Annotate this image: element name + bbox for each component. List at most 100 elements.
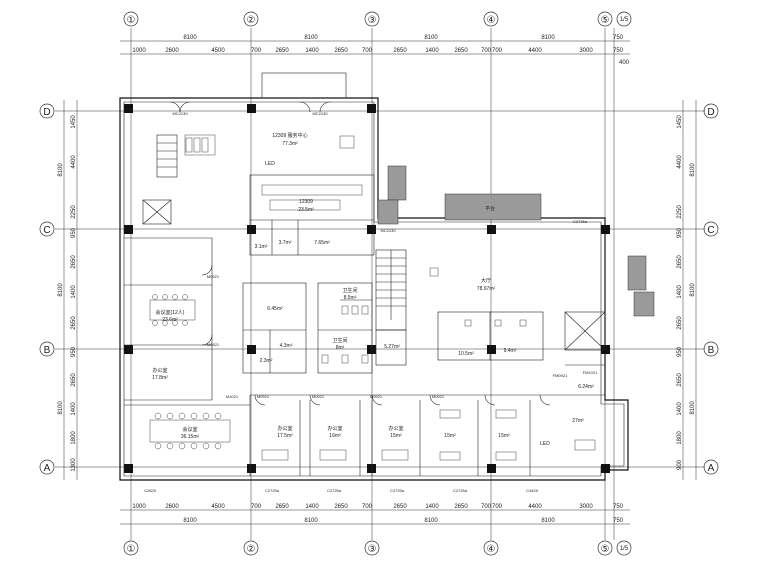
room-toilet-bottom-area: 8m² xyxy=(336,345,345,351)
dim-top-part-14: 4400 xyxy=(528,48,542,54)
dim-top-total-4: 8100 xyxy=(541,35,555,41)
room-meeting-big-name: 会议室 xyxy=(182,426,197,433)
door-code-2: M0921 xyxy=(207,342,220,347)
axis-4-top: ④ xyxy=(487,15,496,26)
dim-left-part-1: 1450 xyxy=(71,115,77,129)
door-swings xyxy=(169,101,551,406)
room-office-b5-area: 15m² xyxy=(498,433,510,439)
axis-2-top: ② xyxy=(247,15,256,26)
dim-right-part-9: 2650 xyxy=(677,373,683,387)
room-meeting12-area: 23.6m² xyxy=(162,317,178,323)
room-sub-a-area: 10.5m² xyxy=(458,351,474,357)
room-wc-small-area: 4.3m² xyxy=(280,343,293,349)
dim-right-part-4: 950 xyxy=(677,227,683,238)
dim-top-part-2: 2600 xyxy=(165,48,179,54)
axis-1-top: ① xyxy=(127,15,136,26)
axis-1-5-bottom: 1/5 xyxy=(620,546,629,552)
dim-right-part-1: 1450 xyxy=(677,115,683,129)
dim-bot-part-16: 750 xyxy=(613,504,624,510)
axis-A-left: A xyxy=(44,463,51,474)
room-lobby-area: 77.3m² xyxy=(282,141,298,147)
room-labels: 12309 服务中心 77.3m² 12309 23.5m² 3.1m² 3.7… xyxy=(152,132,594,447)
room-meeting12-name: 会议室(12人) xyxy=(156,309,185,316)
dim-top-part-8: 700 xyxy=(362,48,373,54)
dim-right-part-10: 1400 xyxy=(677,402,683,416)
platform-label: 平台 xyxy=(485,205,495,212)
room-12309-name: 12309 xyxy=(299,199,313,205)
dim-right-part-11: 1800 xyxy=(677,431,683,445)
door-code-bottom-2: C2725a xyxy=(265,488,280,493)
dim-left-part-12: 1300 xyxy=(71,458,77,472)
dim-top-total-6: 400 xyxy=(619,60,630,66)
dim-top-part-5: 2650 xyxy=(275,48,289,54)
dim-top-part-10: 1400 xyxy=(425,48,439,54)
platform-hatch xyxy=(444,193,542,221)
bottom-dimension-lines: 1000 2600 4500 700 2650 1400 2650 700 26… xyxy=(120,504,630,525)
bottom-axis-bubbles: ① ② ③ ④ ⑤ 1/5 xyxy=(123,540,632,556)
dim-left-part-7: 2650 xyxy=(71,316,77,330)
room-toilet-bottom-name: 卫生间 xyxy=(332,337,347,344)
room-meeting-big-area: 36.15m² xyxy=(181,434,200,440)
dim-bot-part-12: 700 xyxy=(481,504,492,510)
dim-left-part-2: 4400 xyxy=(71,155,77,169)
door-code-7: M0921 xyxy=(432,394,445,399)
room-office-left3-name: 办公室 xyxy=(152,367,167,374)
dim-top-total-3: 8100 xyxy=(424,35,438,41)
door-code-3: M1021 xyxy=(226,394,239,399)
room-small-right-area: 7.65m² xyxy=(314,240,330,246)
dim-bot-part-7: 2650 xyxy=(334,504,348,510)
shaft-hatch-3 xyxy=(627,255,647,291)
dim-bot-part-4: 700 xyxy=(251,504,262,510)
dim-bot-part-10: 1400 xyxy=(425,504,439,510)
furniture xyxy=(149,134,596,461)
stair-treads xyxy=(376,250,406,320)
top-axis-bubbles: ① ② ③ ④ ⑤ 1/5 xyxy=(123,11,632,27)
door-code-bottom-7: C4425 xyxy=(526,488,539,493)
dim-top-part-13: 700 xyxy=(492,48,503,54)
dim-right-part-3: 2250 xyxy=(677,205,683,219)
dim-right-total-2: 8100 xyxy=(690,283,696,297)
dim-bot-total-5: 750 xyxy=(613,518,624,524)
dim-left-part-4: 950 xyxy=(71,227,77,238)
room-lobby-name: 12309 服务中心 xyxy=(272,132,307,139)
lobby-stair xyxy=(156,134,178,178)
room-sub-b-area: 9.4m² xyxy=(504,348,517,354)
room-wc-small2-area: 2.3m² xyxy=(260,358,273,364)
dim-bot-part-14: 4400 xyxy=(528,504,542,510)
room-center-area: 6.45m² xyxy=(267,306,283,312)
right-axis-bubbles: D C B A xyxy=(703,103,719,475)
axis-D-right: D xyxy=(707,107,714,118)
dim-left-part-5: 2650 xyxy=(71,255,77,269)
room-toilet-top-name: 卫生间 xyxy=(342,287,357,294)
dim-right-part-6: 1400 xyxy=(677,285,683,299)
dim-bot-part-1: 1000 xyxy=(132,504,146,510)
dim-top-part-11: 2650 xyxy=(454,48,468,54)
hatched-areas: 平台 xyxy=(377,165,655,317)
dim-bot-total-3: 8100 xyxy=(424,518,438,524)
room-hall-right-area: 78.97m² xyxy=(477,286,496,292)
axis-2-bottom: ② xyxy=(247,544,256,555)
room-12309-area: 23.5m² xyxy=(298,207,314,213)
dim-bot-part-5: 2650 xyxy=(275,504,289,510)
door-code-bottom-4: C2725a xyxy=(390,488,405,493)
room-office-b6-area: 27m² xyxy=(572,418,584,424)
axis-3-bottom: ③ xyxy=(368,544,377,555)
axis-B-right: B xyxy=(708,345,715,356)
left-dimension-lines: 8100 8100 8100 1450 4400 2250 950 2650 1… xyxy=(58,100,78,480)
dim-bot-part-8: 700 xyxy=(362,504,373,510)
axis-4-bottom: ④ xyxy=(487,544,496,555)
door-code-top-3: MC2130 xyxy=(380,228,396,233)
door-code-1: M0921 xyxy=(207,274,220,279)
dim-top-part-15: 3000 xyxy=(579,48,593,54)
room-small-mid-area: 3.7m² xyxy=(279,240,292,246)
door-code-5: M0921 xyxy=(312,394,325,399)
door-code-bottom-1: C2825 xyxy=(144,488,157,493)
axis-1-5-top: 1/5 xyxy=(620,17,629,23)
dim-top-part-4: 700 xyxy=(251,48,262,54)
dim-top-part-6: 1400 xyxy=(305,48,319,54)
room-office-b4-area: 15m² xyxy=(444,433,456,439)
door-code-4: M0921 xyxy=(257,394,270,399)
dim-left-part-10: 1400 xyxy=(71,402,77,416)
dim-bot-total-1: 8100 xyxy=(183,518,197,524)
led-label-1: LED xyxy=(265,161,275,167)
